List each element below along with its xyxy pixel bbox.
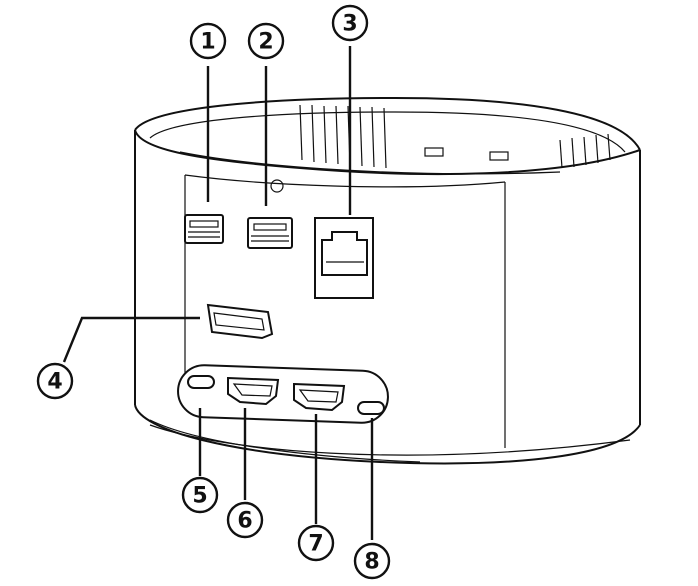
callout-5-number: 5: [192, 484, 207, 509]
callout-6: 6: [226, 501, 264, 539]
callout-1-number: 1: [200, 30, 215, 55]
callout-1: 1: [189, 22, 227, 60]
callout-7: 7: [297, 524, 335, 562]
leader-line-4: [62, 316, 200, 363]
lower-port-panel: [177, 364, 389, 424]
usb-c-port-left-shape: [187, 375, 215, 389]
hdmi-port-2-shape: [293, 382, 346, 412]
usb-c-port-right-shape: [357, 401, 385, 415]
callout-2: 2: [247, 22, 285, 60]
callout-8-number: 8: [364, 550, 379, 575]
usb-a-port-1-shape: [184, 214, 224, 244]
callout-6-number: 6: [237, 509, 252, 534]
callout-4-number: 4: [47, 370, 62, 395]
hdmi-port-1-shape: [227, 376, 280, 406]
callout-8: 8: [353, 542, 391, 580]
callout-2-number: 2: [258, 30, 273, 55]
usb-a-port-2-shape: [247, 217, 293, 249]
displayport-shape: [206, 303, 274, 340]
callout-4: 4: [36, 362, 74, 400]
callout-7-number: 7: [308, 532, 323, 557]
callout-3-number: 3: [342, 12, 357, 37]
dock-body: [134, 96, 641, 465]
callout-3: 3: [331, 4, 369, 42]
callout-5: 5: [181, 476, 219, 514]
ethernet-port-shape: [314, 217, 374, 299]
